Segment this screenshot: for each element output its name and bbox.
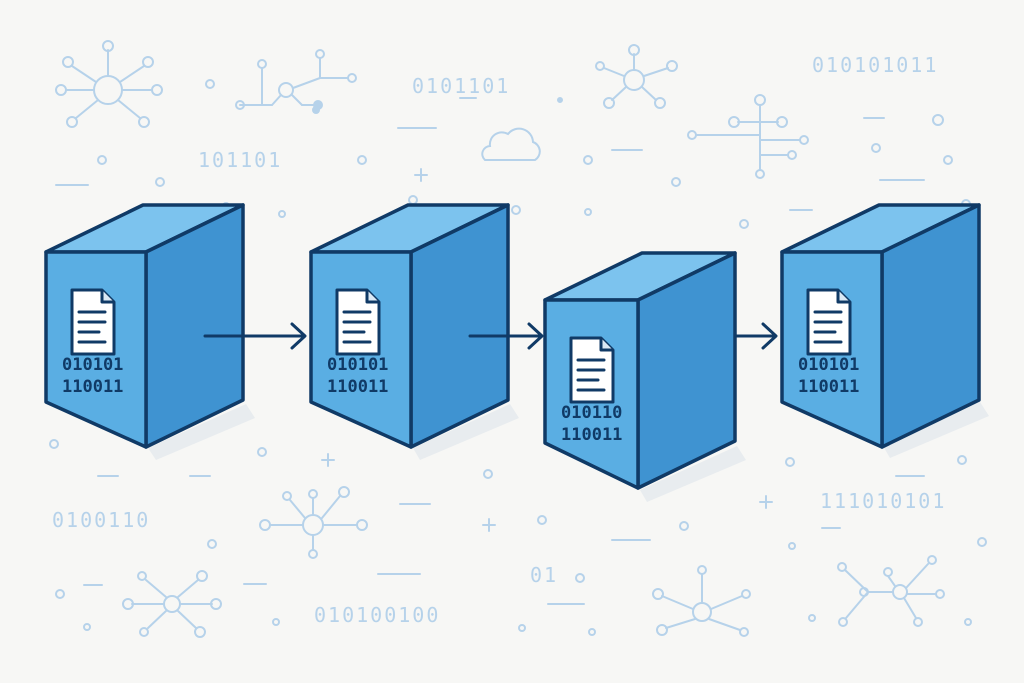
document-icon [335, 288, 381, 356]
network-node-icon [55, 40, 163, 128]
circuit-icon [687, 94, 809, 179]
cube-shadows [148, 402, 989, 502]
binary-text: 101101 [198, 148, 282, 172]
binary-text: 0101101 [412, 74, 510, 98]
arrow-icon [468, 322, 544, 350]
binary-text: 01 [530, 563, 558, 587]
background-binary-text: 0101101 010101011 101101 0100110 1110101… [52, 53, 946, 627]
network-node-icon [652, 565, 751, 637]
circuit-icon [837, 555, 945, 627]
block-binary-line-2: 110011 [798, 377, 859, 397]
network-node-icon [122, 570, 222, 638]
scattered-dashes [55, 97, 925, 605]
binary-text: 111010101 [820, 489, 946, 513]
document-icon [806, 288, 852, 356]
document-icon [569, 336, 615, 404]
blockchain: 0101011100110101011100110101101100110101… [44, 203, 981, 490]
block-binary-line-1: 010101 [798, 355, 859, 375]
circuit-icon [235, 49, 357, 110]
arrow-icon [203, 322, 307, 350]
binary-text: 0100110 [52, 508, 150, 532]
binary-text: 010100100 [314, 603, 440, 627]
block-binary-line-1: 010101 [327, 355, 388, 375]
block-binary-line-1: 010110 [561, 403, 622, 423]
binary-text: 010101011 [812, 53, 938, 77]
block-binary-line-2: 110011 [327, 377, 388, 397]
cloud-icon [481, 127, 541, 161]
network-node-icon [595, 44, 678, 109]
block-binary-line-2: 110011 [561, 425, 622, 445]
block-binary-line-1: 010101 [62, 355, 123, 375]
network-node-icon [259, 486, 368, 559]
block-binary-line-2: 110011 [62, 377, 123, 397]
arrow-icon [734, 322, 778, 350]
document-icon [70, 288, 116, 356]
connector-arrows [203, 322, 778, 350]
plus-icons [321, 168, 773, 532]
